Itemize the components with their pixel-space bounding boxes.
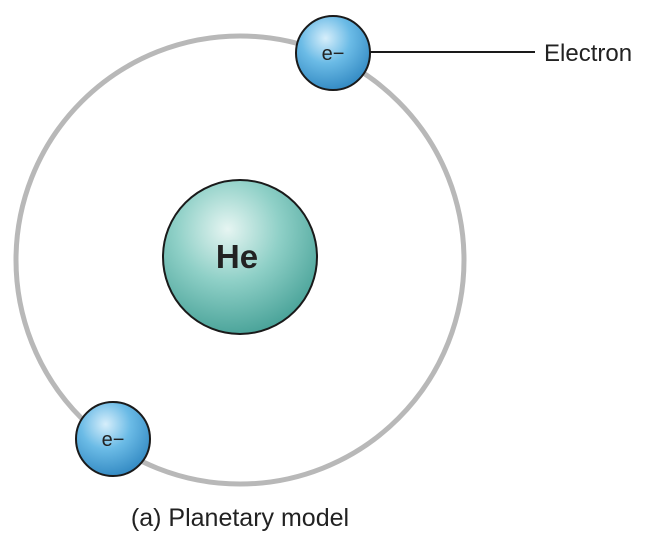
electron-orbit [13,33,467,487]
electron-callout-label: Electron [544,40,632,67]
nucleus-label: He [216,238,258,275]
helium-nucleus: He [162,179,318,335]
electron-bottom: e− [75,401,151,477]
electron-top: e− [295,15,371,91]
electron-bottom-label: e− [102,429,125,451]
electron-top-label: e− [322,43,345,65]
figure-caption: (a) Planetary model [130,504,350,532]
